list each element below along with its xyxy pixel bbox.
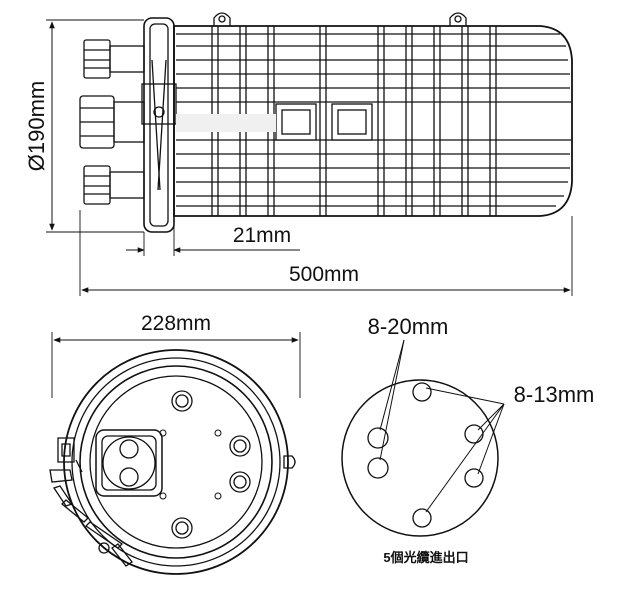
width-dimension <box>51 332 301 398</box>
small-ports <box>171 390 251 539</box>
front-view <box>49 332 301 575</box>
port-small-label: 8-13mm <box>514 382 595 407</box>
port-large-label: 8-20mm <box>368 314 449 339</box>
width-label: 228mm <box>141 312 211 335</box>
diameter-dimension <box>46 19 144 233</box>
cable-gland-top <box>83 39 145 79</box>
dome-body <box>173 12 573 217</box>
inner-length-label: 21mm <box>233 224 291 247</box>
outer-ring <box>63 349 289 575</box>
caption-label: 5個光纜進出口 <box>383 550 468 565</box>
leader-lines <box>379 339 505 513</box>
side-view <box>46 12 573 296</box>
diameter-label: Ø190mm <box>24 81 49 171</box>
large-port-holes <box>367 427 389 479</box>
port-detail-view <box>341 339 505 537</box>
base-flange <box>141 17 177 233</box>
screws <box>159 429 222 500</box>
inner-length-dimension <box>126 216 300 256</box>
right-clamp-lug <box>283 455 296 469</box>
clamp-lever <box>49 437 133 567</box>
total-length-label: 500mm <box>289 263 359 286</box>
large-port-block <box>95 429 163 497</box>
cable-gland-middle <box>79 95 145 149</box>
small-port-holes <box>412 382 484 528</box>
port-detail-outline <box>341 379 499 537</box>
cable-gland-bottom <box>83 165 145 205</box>
total-length-dimension <box>79 210 573 296</box>
